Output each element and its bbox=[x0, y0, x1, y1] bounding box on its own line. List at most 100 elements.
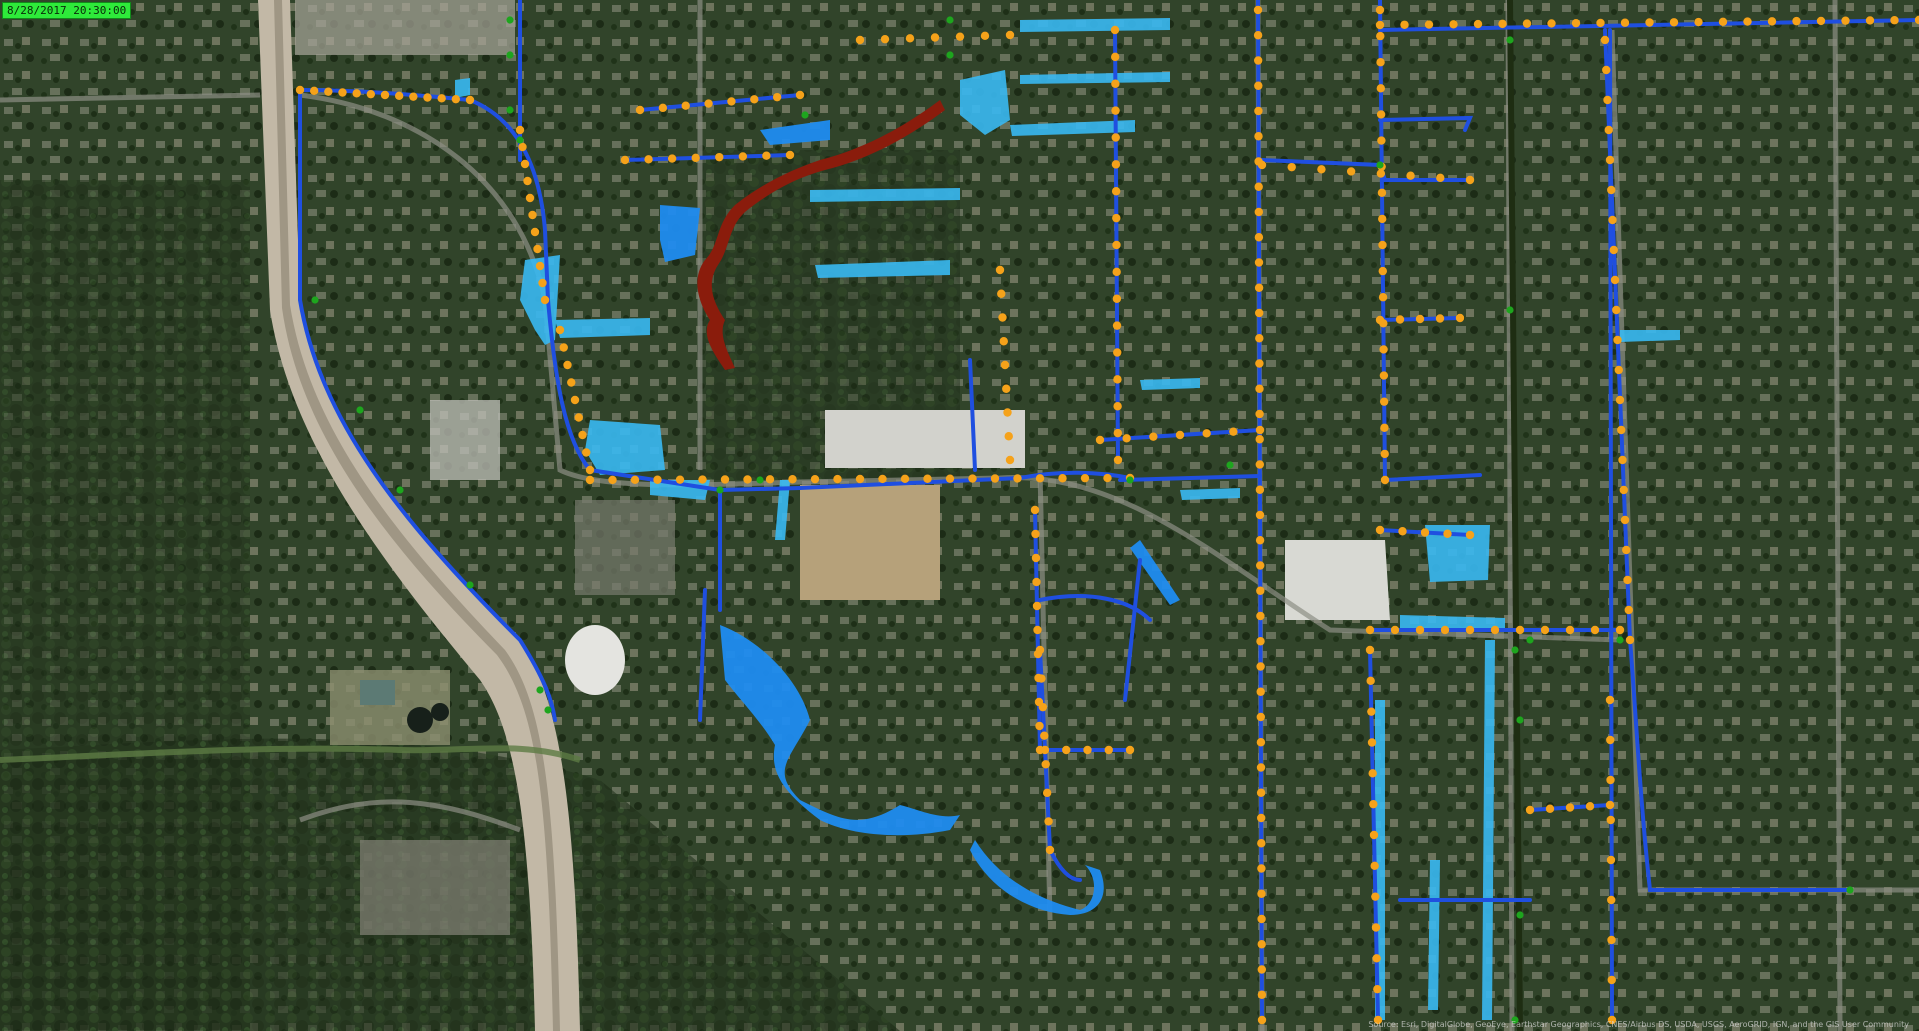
outfall-node[interactable] bbox=[1126, 476, 1134, 484]
outfall-node[interactable] bbox=[756, 476, 764, 484]
manhole-node[interactable] bbox=[1596, 18, 1605, 28]
manhole-node[interactable] bbox=[1035, 721, 1044, 731]
manhole-node[interactable] bbox=[1005, 455, 1015, 465]
manhole-node[interactable] bbox=[366, 89, 376, 99]
manhole-node[interactable] bbox=[1256, 561, 1265, 570]
manhole-node[interactable] bbox=[1257, 940, 1266, 949]
manhole-node[interactable] bbox=[1372, 954, 1381, 963]
manhole-node[interactable] bbox=[1792, 16, 1801, 26]
manhole-node[interactable] bbox=[1257, 160, 1267, 170]
manhole-node[interactable] bbox=[1540, 625, 1550, 635]
outfall-node[interactable] bbox=[1226, 461, 1234, 469]
manhole-node[interactable] bbox=[1377, 136, 1386, 145]
manhole-node[interactable] bbox=[1254, 56, 1263, 65]
manhole-node[interactable] bbox=[1253, 31, 1263, 40]
manhole-node[interactable] bbox=[1255, 460, 1265, 469]
outfall-node[interactable] bbox=[1376, 161, 1384, 169]
manhole-node[interactable] bbox=[1376, 84, 1386, 93]
manhole-node[interactable] bbox=[563, 360, 572, 370]
manhole-node[interactable] bbox=[1175, 430, 1185, 440]
manhole-node[interactable] bbox=[1255, 435, 1264, 444]
manhole-node[interactable] bbox=[750, 95, 759, 104]
manhole-node[interactable] bbox=[1645, 18, 1654, 27]
manhole-node[interactable] bbox=[1365, 645, 1375, 655]
manhole-node[interactable] bbox=[1624, 605, 1633, 615]
manhole-node[interactable] bbox=[1607, 185, 1616, 195]
manhole-node[interactable] bbox=[990, 474, 1000, 483]
manhole-node[interactable] bbox=[691, 153, 700, 163]
manhole-node[interactable] bbox=[1257, 813, 1266, 823]
manhole-node[interactable] bbox=[1440, 625, 1450, 635]
manhole-node[interactable] bbox=[540, 295, 550, 305]
manhole-node[interactable] bbox=[352, 89, 361, 98]
manhole-node[interactable] bbox=[1113, 375, 1122, 384]
manhole-node[interactable] bbox=[644, 155, 653, 164]
manhole-node[interactable] bbox=[1371, 923, 1381, 932]
manhole-node[interactable] bbox=[567, 378, 576, 387]
manhole-node[interactable] bbox=[900, 474, 910, 484]
manhole-node[interactable] bbox=[1002, 384, 1011, 393]
manhole-node[interactable] bbox=[1040, 745, 1050, 755]
manhole-node[interactable] bbox=[528, 210, 537, 220]
manhole-node[interactable] bbox=[1254, 106, 1263, 116]
manhole-node[interactable] bbox=[1253, 5, 1263, 15]
manhole-node[interactable] bbox=[1113, 428, 1123, 438]
manhole-node[interactable] bbox=[1031, 553, 1041, 563]
manhole-node[interactable] bbox=[1033, 625, 1042, 635]
manhole-node[interactable] bbox=[1607, 935, 1616, 945]
manhole-node[interactable] bbox=[1376, 58, 1385, 67]
manhole-node[interactable] bbox=[1113, 455, 1123, 465]
manhole-node[interactable] bbox=[1424, 20, 1434, 29]
manhole-node[interactable] bbox=[1669, 18, 1679, 27]
manhole-node[interactable] bbox=[1255, 409, 1264, 419]
manhole-node[interactable] bbox=[1522, 19, 1532, 28]
manhole-node[interactable] bbox=[1103, 473, 1112, 483]
manhole-node[interactable] bbox=[1110, 25, 1120, 35]
manhole-node[interactable] bbox=[1377, 188, 1387, 197]
manhole-node[interactable] bbox=[1443, 529, 1452, 538]
manhole-node[interactable] bbox=[998, 313, 1007, 322]
manhole-node[interactable] bbox=[1254, 258, 1264, 267]
manhole-node[interactable] bbox=[1449, 20, 1458, 29]
manhole-node[interactable] bbox=[1465, 625, 1475, 635]
manhole-node[interactable] bbox=[955, 32, 965, 41]
manhole-node[interactable] bbox=[1378, 240, 1387, 250]
manhole-node[interactable] bbox=[1125, 745, 1135, 755]
manhole-node[interactable] bbox=[1865, 16, 1875, 25]
manhole-node[interactable] bbox=[1254, 283, 1264, 292]
manhole-node[interactable] bbox=[1287, 162, 1296, 172]
manhole-node[interactable] bbox=[1615, 625, 1625, 635]
manhole-node[interactable] bbox=[1004, 432, 1013, 441]
manhole-node[interactable] bbox=[762, 151, 771, 160]
manhole-node[interactable] bbox=[765, 475, 775, 484]
manhole-node[interactable] bbox=[1379, 371, 1389, 380]
manhole-node[interactable] bbox=[1030, 505, 1040, 515]
manhole-node[interactable] bbox=[538, 278, 547, 288]
manhole-node[interactable] bbox=[559, 343, 568, 352]
manhole-node[interactable] bbox=[704, 99, 713, 108]
manhole-node[interactable] bbox=[1694, 17, 1703, 27]
manhole-node[interactable] bbox=[1095, 435, 1105, 445]
manhole-node[interactable] bbox=[1365, 625, 1375, 635]
outfall-node[interactable] bbox=[1506, 306, 1514, 314]
manhole-node[interactable] bbox=[1590, 625, 1600, 635]
manhole-node[interactable] bbox=[1044, 817, 1053, 826]
manhole-node[interactable] bbox=[324, 87, 333, 96]
manhole-node[interactable] bbox=[1256, 586, 1265, 595]
manhole-node[interactable] bbox=[1368, 769, 1377, 778]
outfall-node[interactable] bbox=[516, 136, 524, 144]
outfall-node[interactable] bbox=[1526, 636, 1534, 644]
manhole-node[interactable] bbox=[1013, 474, 1022, 483]
manhole-node[interactable] bbox=[585, 475, 595, 485]
manhole-node[interactable] bbox=[1257, 1015, 1267, 1025]
manhole-node[interactable] bbox=[1112, 213, 1121, 223]
manhole-node[interactable] bbox=[1256, 738, 1266, 747]
manhole-node[interactable] bbox=[1083, 745, 1092, 755]
manhole-node[interactable] bbox=[574, 413, 583, 422]
manhole-node[interactable] bbox=[999, 337, 1008, 346]
manhole-node[interactable] bbox=[1256, 637, 1265, 646]
manhole-node[interactable] bbox=[533, 244, 542, 254]
manhole-node[interactable] bbox=[570, 395, 580, 405]
manhole-node[interactable] bbox=[1040, 731, 1049, 740]
outfall-node[interactable] bbox=[946, 16, 954, 24]
